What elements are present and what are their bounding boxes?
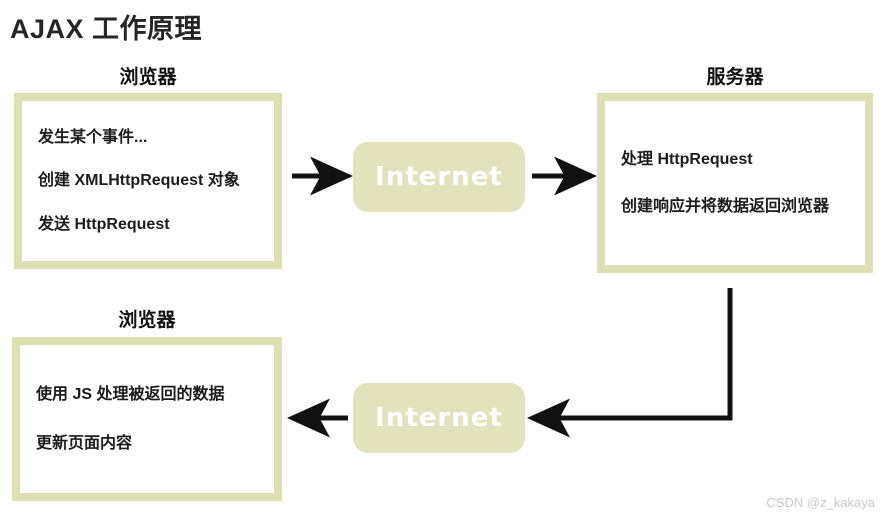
watermark: CSDN @z_kakaya (766, 495, 875, 510)
arrow-server-to-internet-bottom (526, 288, 733, 438)
browser-top-line-2: 创建 XMLHttpRequest 对象 (38, 172, 240, 190)
server-line-2: 创建响应并将数据返回浏览器 (621, 198, 830, 215)
browser-top-label: 浏览器 (119, 67, 177, 88)
server-line-1: 处理 HttpRequest (621, 150, 753, 168)
browser-top-panel: 发生某个事件... 创建 XMLHttpRequest 对象 发送 HttpRe… (14, 93, 282, 269)
browser-top-line-1: 发生某个事件... (38, 129, 148, 147)
server-label: 服务器 (706, 67, 764, 88)
browser-bottom-line-2: 更新页面内容 (36, 435, 133, 452)
server-panel: 处理 HttpRequest 创建响应并将数据返回浏览器 (597, 93, 873, 273)
browser-bottom-panel: 使用 JS 处理被返回的数据 更新页面内容 (12, 337, 282, 501)
internet-top-node: Internet (353, 142, 525, 212)
browser-bottom-label: 浏览器 (118, 310, 176, 331)
internet-top-label: Internet (375, 162, 503, 192)
internet-bottom-label: Internet (375, 403, 503, 433)
internet-bottom-node: Internet (353, 383, 525, 453)
browser-top-line-3: 发送 HttpRequest (38, 215, 170, 233)
browser-bottom-line-1: 使用 JS 处理被返回的数据 (36, 385, 225, 403)
page-title: AJAX 工作原理 (10, 14, 203, 44)
